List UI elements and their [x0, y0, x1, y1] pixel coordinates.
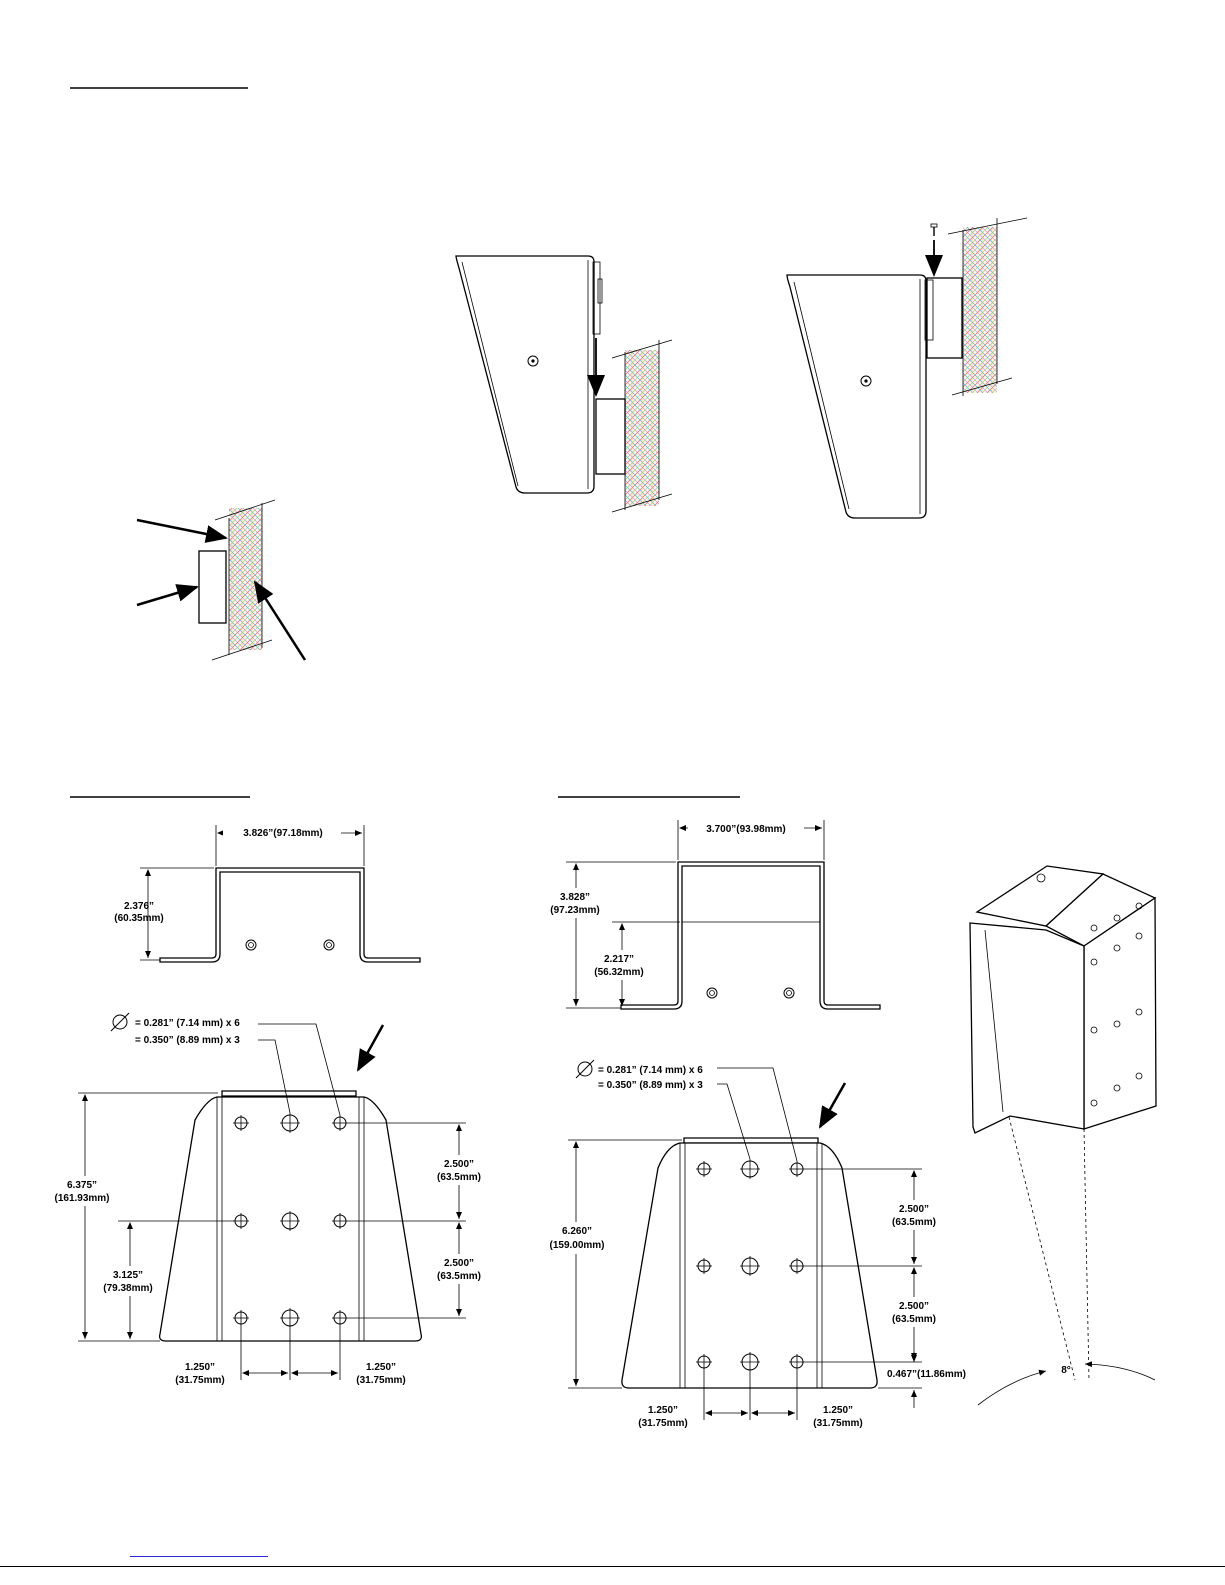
- speaker-installed-diagram: [786, 217, 1028, 519]
- mounting-hole: [789, 1161, 805, 1177]
- isometric-speaker-view: [969, 865, 1157, 1406]
- left-hole-note-2: = 0.350” (8.89 mm) x 3: [135, 1035, 240, 1046]
- speaker-body: [786, 274, 927, 519]
- diameter-symbol-icon: [575, 1059, 595, 1079]
- left-spacing-1-mm: (63.5mm): [437, 1172, 481, 1183]
- left-h-spacing-right-in: 1.250”: [366, 1362, 396, 1373]
- right-bottom-offset: 0.467”(11.86mm): [887, 1369, 966, 1380]
- mounting-hole: [740, 1159, 760, 1179]
- mounting-hole: [233, 1310, 249, 1326]
- mounting-plate: [926, 277, 963, 359]
- left-h-spacing-left-mm: (31.75mm): [175, 1375, 224, 1386]
- right-bracket-top-view: [566, 820, 881, 1010]
- wall-plate-diagram: [136, 499, 307, 661]
- left-width-dim: 3.826”(97.18mm): [243, 828, 323, 839]
- mounting-hole: [789, 1258, 805, 1274]
- wall-section: [229, 508, 262, 650]
- mounting-plate: [198, 550, 227, 624]
- right-h-spacing-left-mm: (31.75mm): [638, 1418, 687, 1429]
- right-width-dim: 3.700”(93.98mm): [706, 824, 786, 835]
- left-height-dim-mm: (60.35mm): [114, 913, 163, 924]
- speaker-slide-diagram: [455, 255, 673, 513]
- left-bracket-top-view: [140, 825, 421, 963]
- left-height-dim-in: 2.376”: [124, 901, 154, 912]
- mounting-hole: [696, 1354, 712, 1370]
- tilt-angle-label: 8°: [1061, 1365, 1071, 1376]
- left-overall-height-in: 6.375”: [67, 1180, 97, 1191]
- footer-rule: [0, 1566, 1225, 1567]
- right-height-dim-mm: (97.23mm): [550, 905, 599, 916]
- left-bracket-front-view: [78, 1023, 466, 1380]
- right-h-spacing-right-mm: (31.75mm): [813, 1418, 862, 1429]
- right-h-spacing-right-in: 1.250”: [823, 1405, 853, 1416]
- mounting-hole: [332, 1213, 348, 1229]
- mounting-hole: [233, 1115, 249, 1131]
- right-h-spacing-left-in: 1.250”: [648, 1405, 678, 1416]
- mounting-hole: [280, 1211, 300, 1231]
- right-height-dim-in: 3.828”: [560, 892, 590, 903]
- mounting-hole: [696, 1161, 712, 1177]
- left-h-spacing-right-mm: (31.75mm): [356, 1375, 405, 1386]
- mounting-hole: [332, 1310, 348, 1326]
- mounting-hole: [740, 1352, 760, 1372]
- right-hole-note-1: = 0.281” (7.14 mm) x 6: [598, 1065, 703, 1076]
- diameter-symbol-icon: [110, 1012, 130, 1032]
- right-overall-height-mm: (159.00mm): [549, 1240, 604, 1251]
- mounting-hole: [696, 1258, 712, 1274]
- mounting-hole: [280, 1308, 300, 1328]
- left-overall-height-mm: (161.93mm): [54, 1193, 109, 1204]
- left-h-spacing-left-in: 1.250”: [185, 1362, 215, 1373]
- mounting-hole: [280, 1113, 300, 1133]
- left-center-height-in: 3.125”: [113, 1270, 143, 1281]
- right-hole-note-2: = 0.350” (8.89 mm) x 3: [598, 1080, 703, 1091]
- right-spacing-2-mm: (63.5mm): [892, 1314, 936, 1325]
- left-center-height-mm: (79.38mm): [103, 1283, 152, 1294]
- left-spacing-1-in: 2.500”: [444, 1159, 474, 1170]
- speaker-body: [455, 255, 595, 494]
- right-spacing-1-in: 2.500”: [899, 1204, 929, 1215]
- wall-section: [963, 227, 997, 393]
- wall-section: [625, 350, 659, 506]
- left-hole-note-1: = 0.281” (7.14 mm) x 6: [135, 1018, 240, 1029]
- right-overall-height-in: 6.260”: [562, 1226, 592, 1237]
- mounting-hole: [789, 1354, 805, 1370]
- right-spacing-1-mm: (63.5mm): [892, 1217, 936, 1228]
- link-underline: [130, 1556, 268, 1557]
- screw-icon: [930, 223, 938, 236]
- right-inner-height-in: 2.217”: [604, 954, 634, 965]
- mounting-hole: [740, 1256, 760, 1276]
- left-spacing-2-in: 2.500”: [444, 1258, 474, 1269]
- right-spacing-2-in: 2.500”: [899, 1301, 929, 1312]
- left-spacing-2-mm: (63.5mm): [437, 1271, 481, 1282]
- mounting-plate: [595, 398, 626, 475]
- mounting-hole: [332, 1115, 348, 1131]
- right-bracket-front-view: [568, 1067, 922, 1420]
- mounting-hole: [233, 1213, 249, 1229]
- right-inner-height-mm: (56.32mm): [594, 967, 643, 978]
